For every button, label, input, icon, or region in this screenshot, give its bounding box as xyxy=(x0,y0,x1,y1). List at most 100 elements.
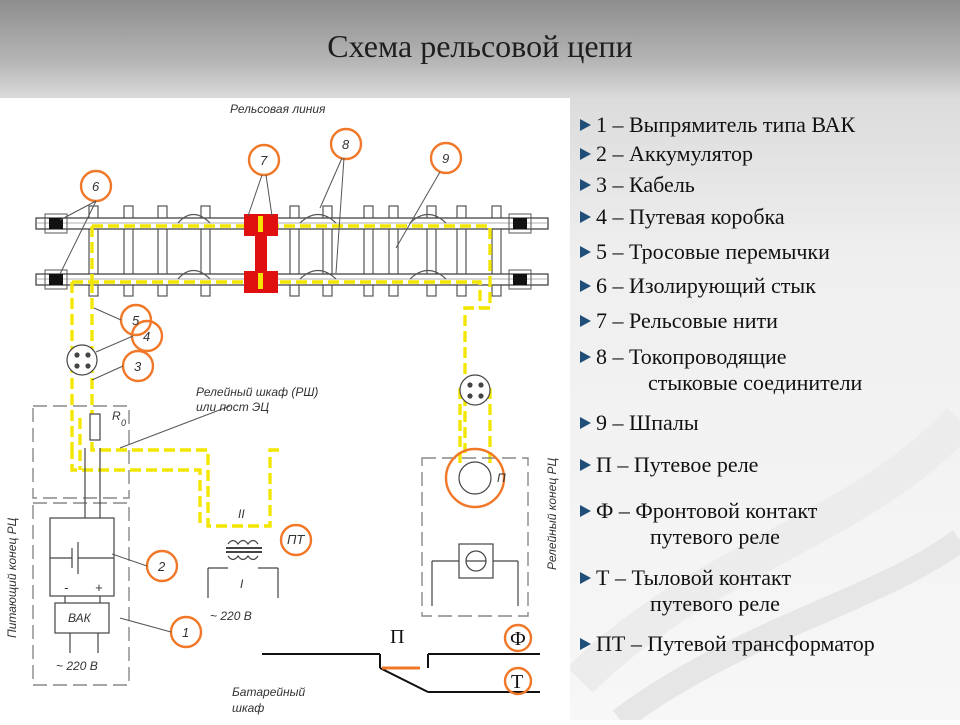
legend-item-2: 2 – Аккумулятор xyxy=(580,141,753,167)
callout-6: 6 xyxy=(92,179,100,194)
legend: 1 – Выпрямитель типа ВАК 2 – Аккумулятор… xyxy=(580,0,960,720)
rail-bottom xyxy=(35,273,549,286)
legend-text: 3 – Кабель xyxy=(596,172,695,197)
resistor-label: R xyxy=(112,409,121,423)
feed-voltage-label: ~ 220 В xyxy=(56,659,98,673)
winding-1-label: I xyxy=(240,577,244,591)
rail-top xyxy=(35,217,549,230)
background-swirl xyxy=(567,407,960,720)
sleeper xyxy=(200,205,211,297)
callout-7: 7 xyxy=(260,153,268,168)
rail-circuit-svg: Рельсовая линия Релейный шкаф (РШ) или п… xyxy=(5,102,559,715)
sleeper xyxy=(426,205,437,297)
vak-label: ВАК xyxy=(68,611,92,625)
feed-end-label: Питающий конец РЦ xyxy=(5,517,19,638)
sleepers xyxy=(88,205,502,297)
legend-item-4: 4 – Путевая коробка xyxy=(580,204,785,230)
legend-text: 9 – Шпалы xyxy=(596,410,699,435)
legend-item-pt: ПТ – Путевой трансформатор xyxy=(580,631,875,657)
joint-connectors xyxy=(177,213,447,280)
callout-1: 1 xyxy=(182,625,189,640)
sleeper xyxy=(157,205,168,297)
rail-circuit-diagram: Рельсовая линия Релейный шкаф (РШ) или п… xyxy=(0,98,570,720)
sleeper xyxy=(322,205,333,297)
rail-line-label: Рельсовая линия xyxy=(230,102,326,116)
legend-item-5: 5 – Тросовые перемычки xyxy=(580,239,830,265)
relay-contacts xyxy=(262,653,540,693)
contact-p-label: П xyxy=(390,626,404,648)
arrow-bullet-icon xyxy=(580,571,591,584)
track-boxes xyxy=(66,344,491,406)
sleeper xyxy=(388,205,399,297)
slide-title: Схема рельсовой цепи xyxy=(327,28,633,64)
plus-sign: + xyxy=(95,580,103,595)
callout-4: 4 xyxy=(143,329,150,344)
arrow-bullet-icon xyxy=(580,458,591,471)
sleeper xyxy=(289,205,300,297)
battery-cabinet-label: Батарейный xyxy=(232,685,305,699)
legend-item-p: П – Путевое реле xyxy=(580,452,758,478)
minus-sign: - xyxy=(64,580,69,595)
transformer xyxy=(207,539,279,598)
relay-end-label: Релейный конец РЦ xyxy=(545,457,559,570)
arrow-bullet-icon xyxy=(580,118,591,131)
resistor-subscript: 0 xyxy=(121,418,126,428)
battery-cabinet-label-2: шкаф xyxy=(232,701,264,715)
legend-text-continued: путевого реле xyxy=(650,524,780,549)
arrow-bullet-icon xyxy=(580,147,591,160)
legend-text: 5 – Тросовые перемычки xyxy=(596,239,830,264)
relay-cabinet-label-2: или пост ЭЦ xyxy=(196,400,269,414)
insulating-joints xyxy=(44,213,532,290)
relay-end-circuit xyxy=(431,461,519,606)
legend-text: 1 – Выпрямитель типа ВАК xyxy=(596,112,856,137)
relay-symbol: П xyxy=(497,471,506,485)
sleeper xyxy=(363,205,374,297)
callout-5: 5 xyxy=(132,313,140,328)
leader-lines xyxy=(59,157,441,633)
arrow-bullet-icon xyxy=(580,637,591,650)
contact-f-label: Ф xyxy=(510,628,526,650)
pt-callout-label: ПТ xyxy=(287,532,305,547)
arrow-bullet-icon xyxy=(580,245,591,258)
legend-text: П – Путевое реле xyxy=(596,452,759,477)
legend-text: 4 – Путевая коробка xyxy=(596,204,785,229)
sleeper xyxy=(456,205,467,297)
arrow-bullet-icon xyxy=(580,178,591,191)
legend-text-continued: путевого реле xyxy=(650,591,780,616)
legend-text: 2 – Аккумулятор xyxy=(596,141,754,166)
legend-text: ПТ – Путевой трансформатор xyxy=(596,631,875,656)
cabinets xyxy=(32,405,529,686)
relay-cabinet-label: Релейный шкаф (РШ) xyxy=(196,385,318,399)
arrow-bullet-icon xyxy=(580,416,591,429)
arrow-bullet-icon xyxy=(580,350,591,363)
sleeper xyxy=(123,205,134,297)
callout-8: 8 xyxy=(342,137,350,152)
rails xyxy=(35,217,549,286)
legend-item-9: 9 – Шпалы xyxy=(580,410,699,436)
legend-item-1: 1 – Выпрямитель типа ВАК xyxy=(580,112,855,138)
feed-end-circuit xyxy=(49,413,115,653)
legend-item-3: 3 – Кабель xyxy=(580,172,695,198)
arrow-bullet-icon xyxy=(580,314,591,327)
legend-text-continued: стыковые соединители xyxy=(648,370,863,395)
legend-text: Ф – Фронтовой контакт xyxy=(596,498,818,523)
legend-item-7: 7 – Рельсовые нити xyxy=(580,308,778,334)
arrow-bullet-icon xyxy=(580,210,591,223)
rail-connector xyxy=(244,214,278,293)
legend-item-6: 6 – Изолирующий стык xyxy=(580,273,816,299)
legend-text: 6 – Изолирующий стык xyxy=(596,273,816,298)
callout-3: 3 xyxy=(134,359,142,374)
transformer-voltage-label: ~ 220 В xyxy=(210,609,252,623)
winding-2-label: II xyxy=(238,507,245,521)
callout-2: 2 xyxy=(157,559,166,574)
legend-text: 8 – Токопроводящие xyxy=(596,344,787,369)
arrow-bullet-icon xyxy=(580,504,591,517)
callout-9: 9 xyxy=(442,151,449,166)
legend-text: Т – Тыловой контакт xyxy=(596,565,792,590)
arrow-bullet-icon xyxy=(580,279,591,292)
sleeper xyxy=(491,205,502,297)
legend-text: 7 – Рельсовые нити xyxy=(596,308,778,333)
